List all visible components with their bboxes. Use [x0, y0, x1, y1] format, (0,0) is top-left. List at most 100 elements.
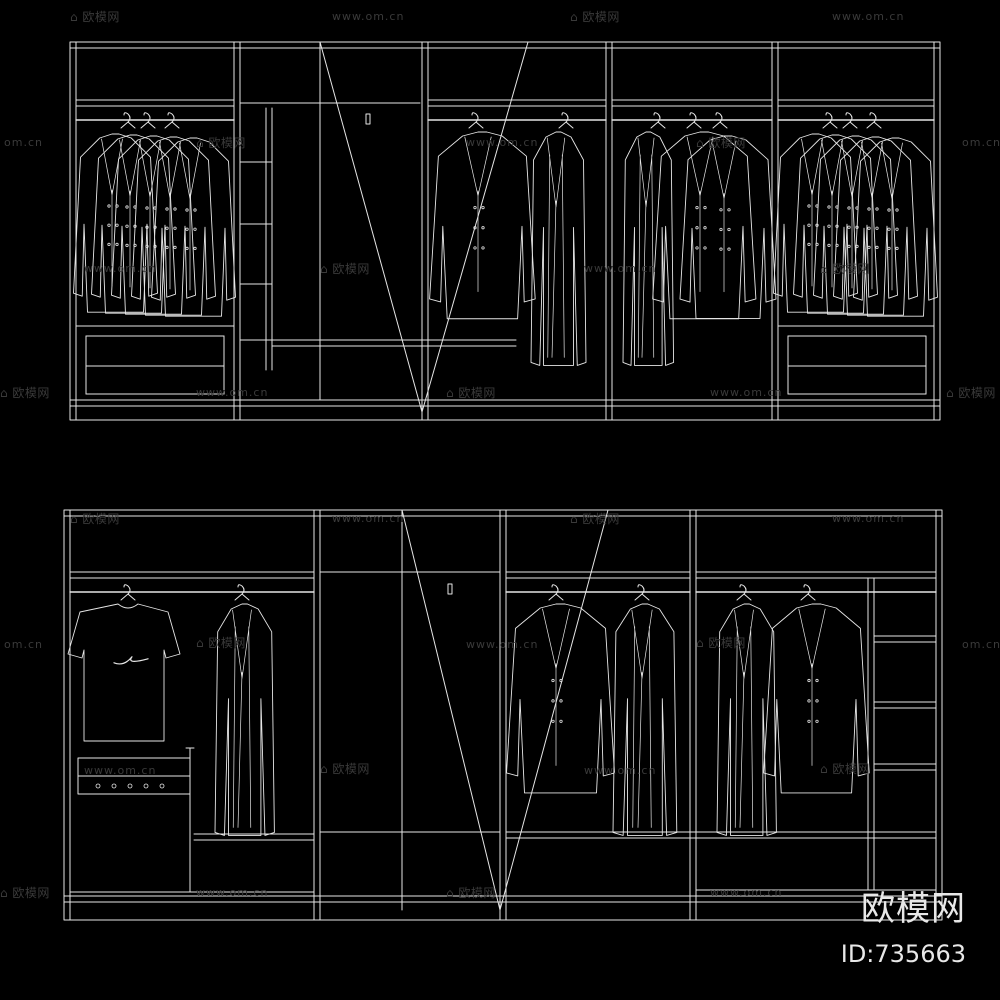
rack-hook	[95, 783, 101, 789]
coat-button	[807, 719, 811, 723]
coat-outline-icon	[73, 133, 158, 313]
door-swing-line	[499, 509, 609, 911]
coat-button	[727, 247, 731, 251]
coat-button	[165, 207, 169, 211]
coat-button	[827, 243, 831, 247]
corner-brand-id: ID:735663	[840, 940, 966, 968]
coat-button	[807, 223, 811, 227]
door-handle-icon	[447, 583, 453, 595]
watermark-url: www.om.cn	[84, 262, 157, 275]
long-coat-folds	[734, 609, 754, 828]
hanger-icon	[736, 584, 752, 601]
door-handle-icon	[365, 113, 371, 125]
coat-outline-icon	[793, 134, 878, 314]
coat-button	[895, 227, 899, 231]
watermark-brand: ⌂ 欧模网	[820, 262, 870, 276]
coat-outline-icon	[763, 603, 870, 794]
coat-button	[815, 678, 819, 683]
coat-button	[173, 245, 177, 249]
top-bay1-clothes	[73, 112, 236, 317]
coat-button	[115, 223, 119, 227]
long-coat-folds	[637, 137, 655, 358]
watermark-brand: ⌂ 欧模网	[0, 386, 50, 400]
door-swing-line	[319, 41, 423, 413]
coat-button	[719, 208, 723, 212]
hanger-icon	[548, 584, 564, 601]
hanger-icon	[842, 112, 858, 129]
long-coat-outline-icon	[214, 603, 275, 836]
coat-button	[481, 206, 485, 210]
top-bay5-clothes	[773, 112, 938, 317]
coat-lapel	[841, 140, 863, 289]
top-bay4-clothes	[622, 112, 777, 366]
watermark-brand: ⌂ 欧模网	[196, 636, 246, 650]
hanger-icon	[712, 112, 728, 129]
coat-button	[473, 246, 477, 250]
coat-lapel	[881, 142, 903, 291]
coat-button	[145, 206, 149, 210]
watermark-url: www.om.cn	[466, 638, 539, 651]
bottom-bay4-clothes	[716, 584, 870, 836]
hanger-icon	[800, 584, 816, 601]
watermark-url: www.om.cn	[196, 386, 269, 399]
coat-button	[145, 244, 149, 248]
top-bay3-clothes	[429, 112, 587, 366]
watermark-url: www.om.cn	[710, 386, 783, 399]
t-shirt-outline-icon	[67, 603, 181, 742]
coat-outline-icon	[151, 137, 236, 317]
hanger-icon	[120, 584, 136, 601]
watermark-url: om.cn	[962, 638, 1000, 651]
coat-outline-icon	[429, 131, 536, 320]
corner-brand-logo: 欧模网	[861, 889, 966, 929]
drawer-block	[777, 325, 935, 401]
long-coat-outline-icon	[622, 131, 675, 366]
watermark-brand: ⌂ 欧模网	[696, 636, 746, 650]
coat-button	[867, 207, 871, 211]
coat-lapel	[798, 608, 826, 766]
coat-outline-icon	[813, 135, 898, 315]
coat-button	[827, 224, 831, 228]
long-coat-outline-icon	[530, 131, 587, 366]
coat-button	[107, 223, 111, 227]
coat-button	[107, 242, 111, 246]
coat-lapel	[159, 141, 181, 290]
coat-button	[193, 208, 197, 212]
coat-lapel	[464, 136, 492, 292]
coat-outline-icon	[853, 137, 938, 317]
coat-button	[173, 207, 177, 211]
coat-lapel	[179, 142, 201, 291]
coat-button	[887, 227, 891, 231]
hanger-icon	[866, 112, 882, 129]
coat-button	[551, 699, 555, 703]
coat-button	[185, 246, 189, 250]
coat-lapel	[801, 138, 823, 287]
coat-outline-icon	[652, 131, 757, 320]
coat-button	[815, 719, 819, 723]
hanger-icon	[140, 112, 156, 129]
coat-button	[125, 205, 129, 209]
coat-button	[185, 208, 189, 212]
watermark-url: www.om.cn	[832, 512, 905, 525]
coat-button	[719, 227, 723, 232]
door-swing-line	[401, 509, 501, 911]
t-shirt-logo-icon	[113, 656, 149, 665]
coat-button	[125, 224, 129, 228]
coat-button	[895, 208, 899, 212]
watermark-url: www.om.cn	[84, 764, 157, 777]
watermark-brand: ⌂ 欧模网	[196, 136, 246, 150]
watermark-brand: ⌂ 欧模网	[320, 762, 370, 776]
long-coat-outline-icon	[716, 603, 777, 836]
coat-button	[165, 245, 169, 249]
coat-button	[193, 227, 197, 231]
top-elevation	[69, 41, 941, 421]
watermark-brand: ⌂ 欧模网	[446, 886, 496, 900]
bottom-cabinet-frame	[63, 509, 943, 921]
hanger-icon	[650, 112, 666, 129]
coat-lapel	[821, 139, 843, 288]
hanger-icon	[164, 112, 180, 129]
coat-button	[703, 226, 707, 230]
coat-outline-icon	[679, 135, 777, 319]
coat-button	[719, 247, 723, 251]
